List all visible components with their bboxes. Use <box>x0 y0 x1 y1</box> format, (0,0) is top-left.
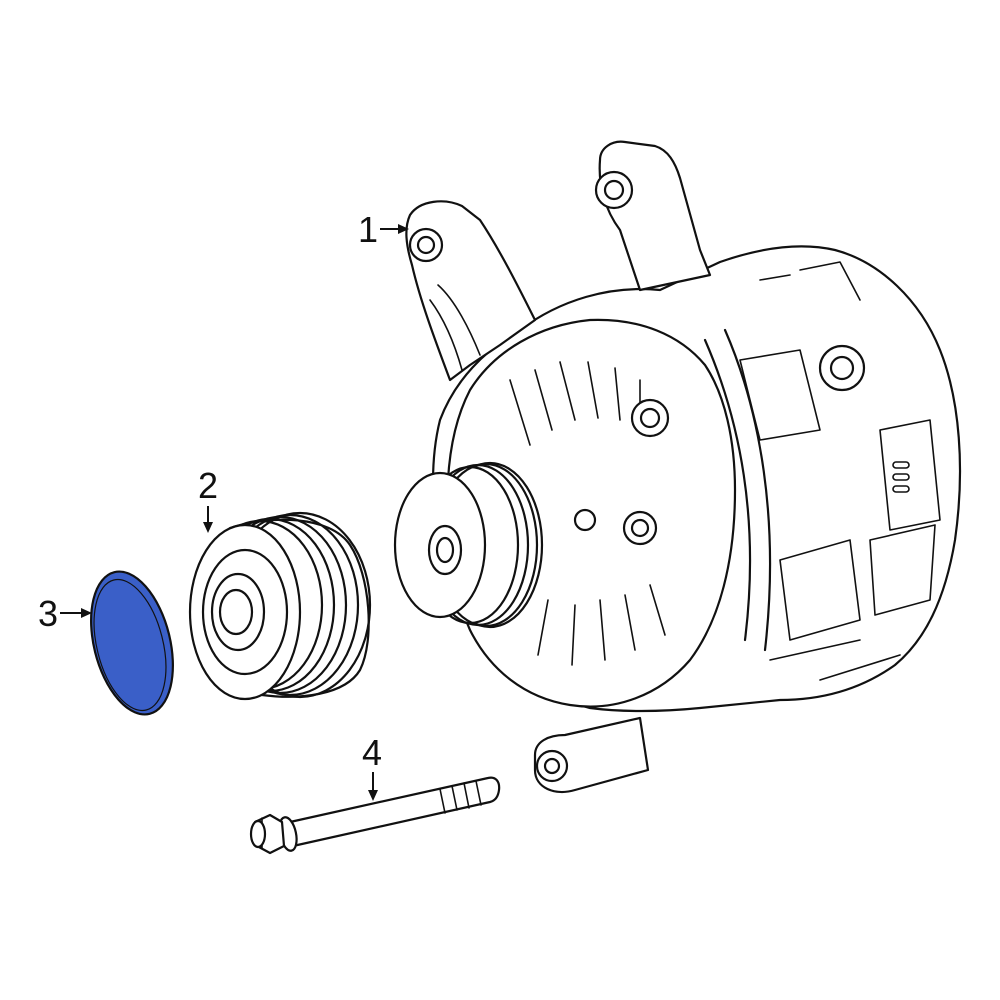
callout-3: 3 <box>38 593 92 634</box>
callout-2-label: 2 <box>198 465 218 506</box>
callout-4-label: 4 <box>362 732 382 773</box>
callout-1-label: 1 <box>358 209 378 250</box>
mounting-bolt[interactable] <box>249 776 501 855</box>
callout-3-label: 3 <box>38 593 58 634</box>
alternator[interactable] <box>393 140 962 794</box>
pulley-cap[interactable] <box>77 563 186 723</box>
callout-2: 2 <box>198 465 218 533</box>
callout-4: 4 <box>362 732 382 801</box>
pulley[interactable] <box>188 511 372 701</box>
callout-1: 1 <box>358 209 409 250</box>
